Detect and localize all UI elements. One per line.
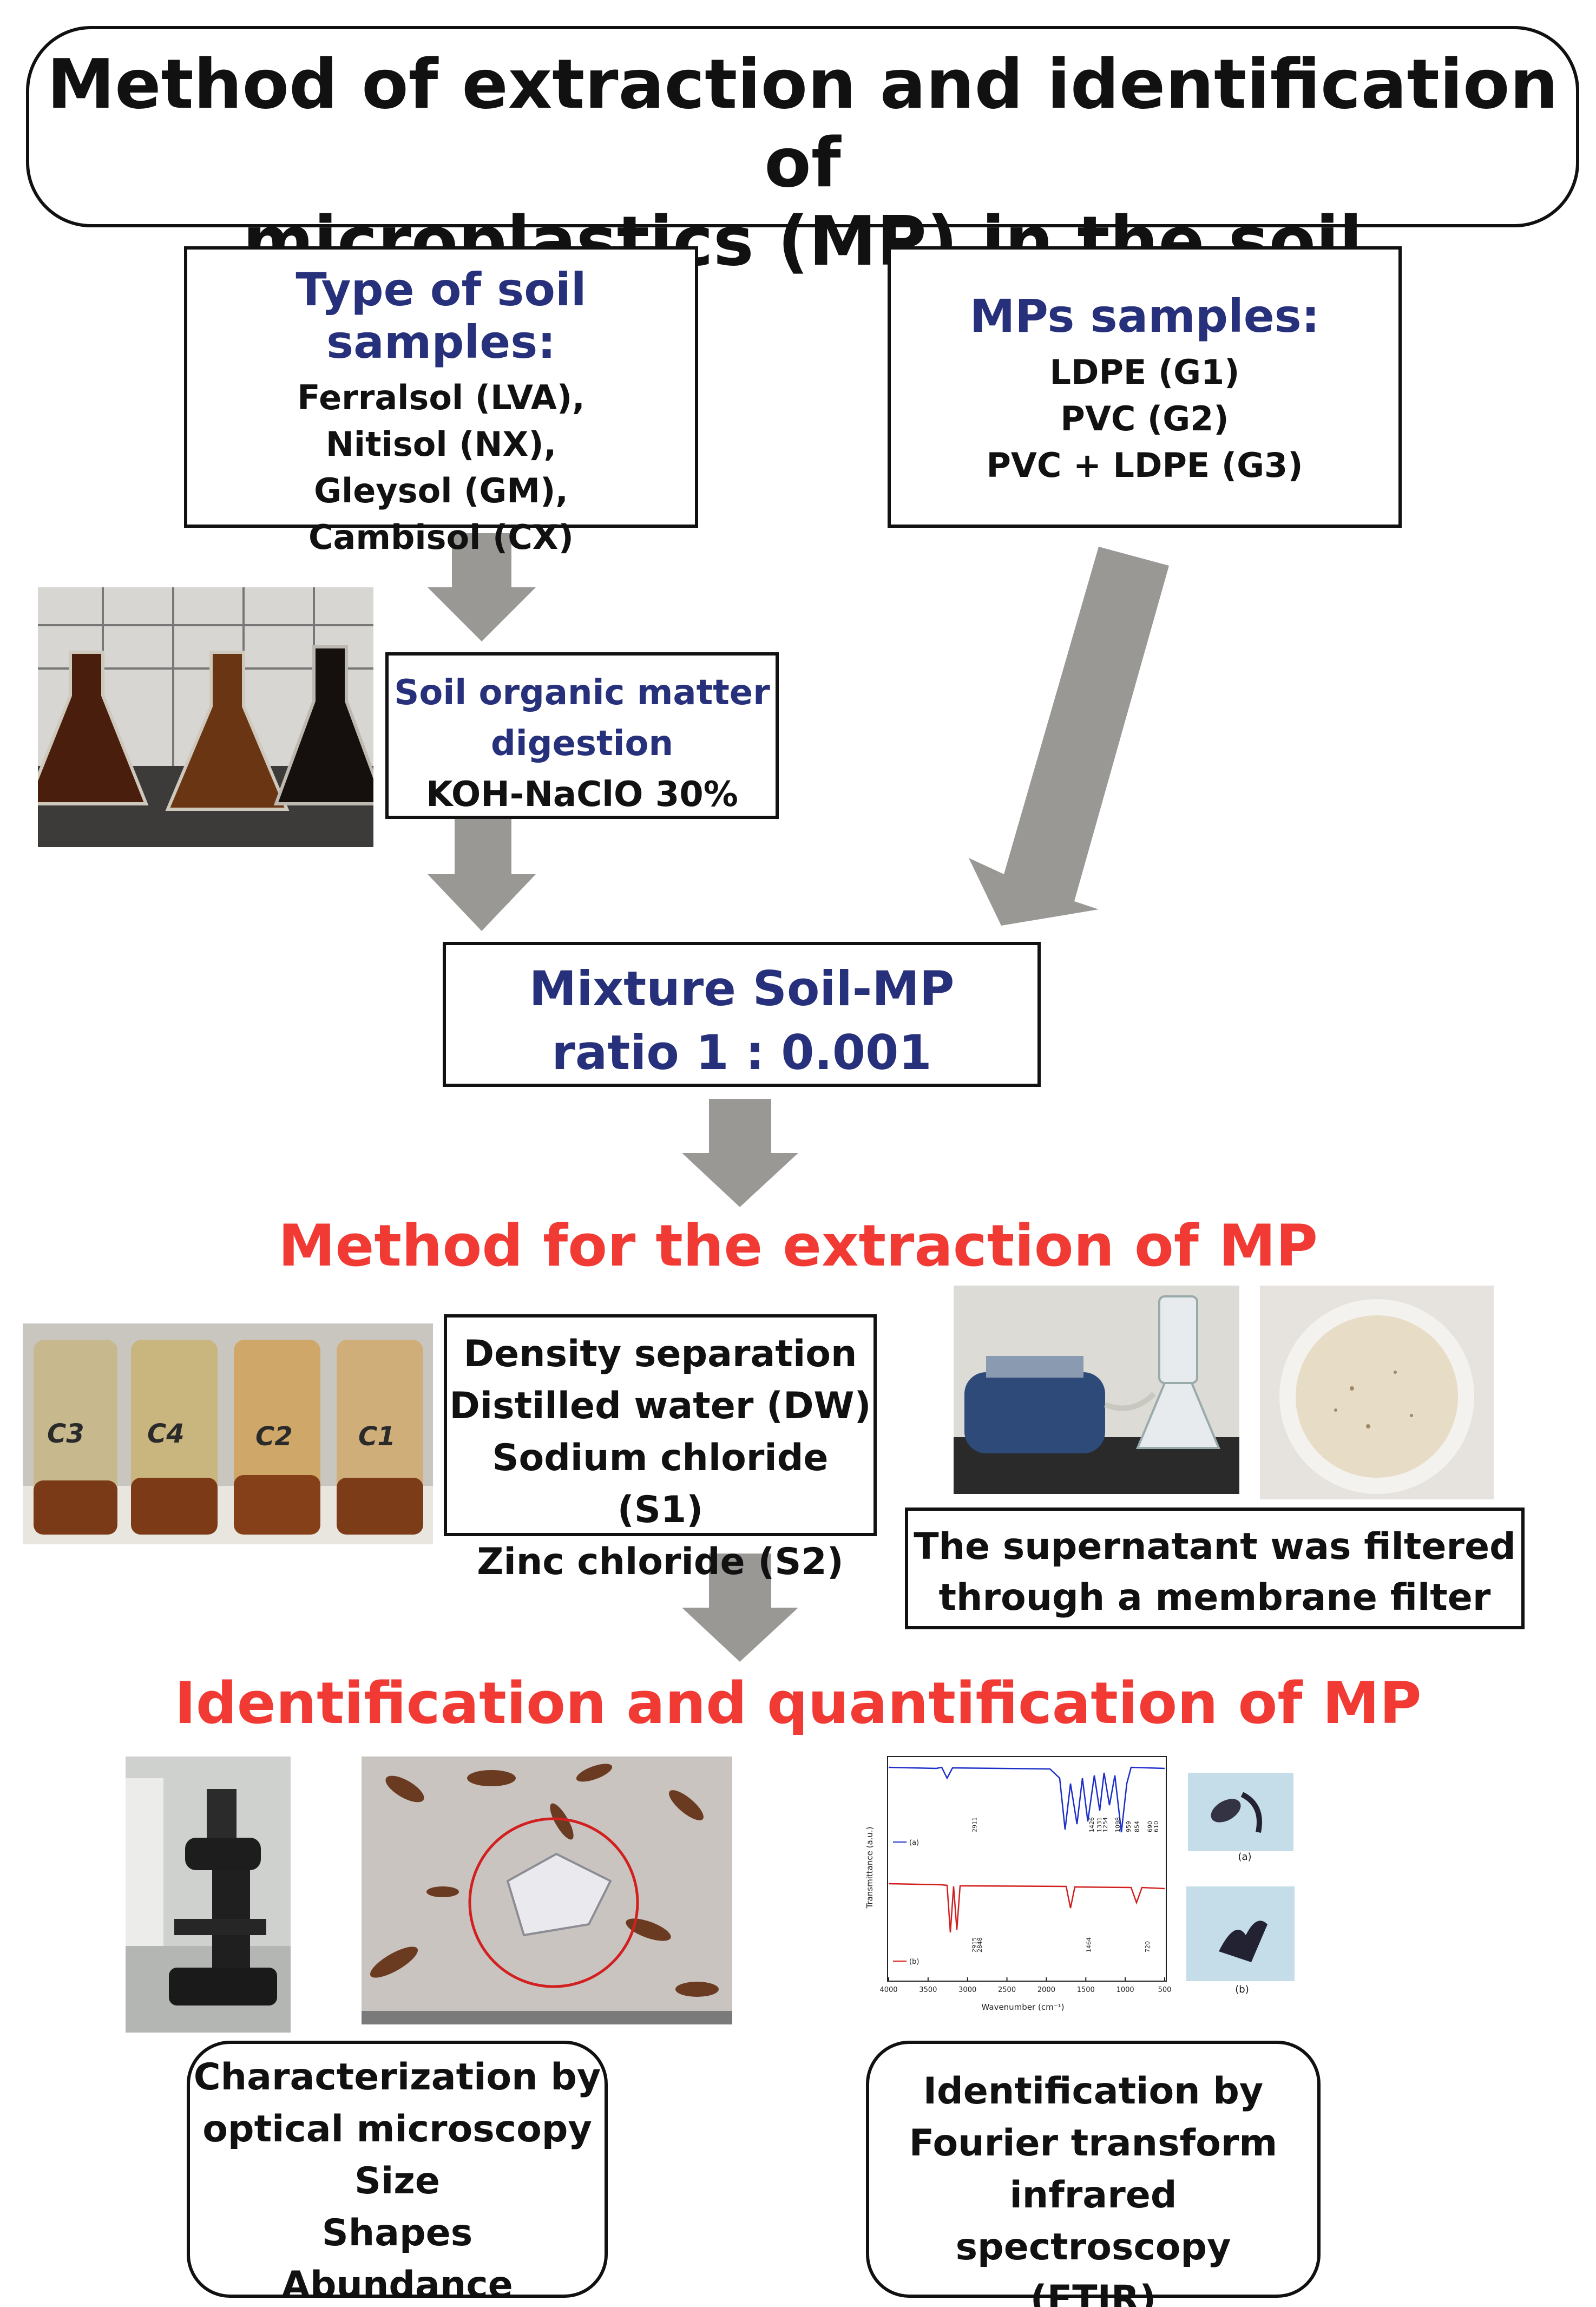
jar-label: C4 (147, 1419, 185, 1449)
flasks-photo (38, 587, 373, 847)
title-box: Method of extraction and identification … (26, 26, 1579, 280)
jar-label: C2 (255, 1421, 293, 1452)
ftir-spectrum-a (888, 1766, 1165, 1833)
vacuum-pump-photo (954, 1286, 1239, 1494)
ftir-tick-label: 2000 (1037, 1986, 1055, 1994)
soil-samples-box: Type of soil samples: Ferralsol (LVA), N… (184, 246, 698, 557)
ftir-peak-label: 720 (1144, 1941, 1151, 1952)
ftir-peak-label: 959 (1125, 1821, 1132, 1832)
ftir-peak-label: 2848 (976, 1937, 983, 1952)
ftir-tick-label: 500 (1158, 1986, 1172, 1994)
membrane-filter-photo (1260, 1286, 1494, 1499)
ftir-tick-label: 3000 (958, 1986, 976, 1994)
mixture-line-2: ratio 1 : 0.001 (551, 1025, 932, 1080)
digestion-reagent: KOH-NaClO 30% (426, 775, 738, 815)
digestion-line-2: digestion (490, 724, 674, 764)
filter-line-1: The supernatant was filtered (914, 1525, 1516, 1568)
mp-samples-heading: MPs samples: (969, 290, 1320, 343)
ftir-tick-label: 1500 (1077, 1986, 1095, 1994)
ftir-item: (FTIR) (1030, 2278, 1157, 2307)
soil-item: Gleysol (GM), (314, 471, 568, 511)
extraction-heading: Method for the extraction of MP (278, 1213, 1318, 1279)
ftir-peak-label: 1426 (1088, 1817, 1095, 1832)
ftir-spectrum-b (888, 1883, 1165, 1933)
mp-samples-box: MPs samples: LDPE (G1) PVC (G2) PVC + LD… (888, 246, 1402, 528)
soil-item: Cambisol (CX) (308, 517, 574, 558)
arrow-soil-to-digestion (428, 533, 536, 641)
ftir-peak-label: 1331 (1096, 1817, 1103, 1832)
microscopy-item: Size (354, 2160, 440, 2203)
arrow-mp-to-mixture (969, 547, 1169, 926)
density-item: Zinc chloride (S2) (477, 1541, 844, 1583)
soil-samples-heading: Type of soil samples: (295, 263, 587, 369)
density-item: Distilled water (DW) (449, 1385, 871, 1427)
particle-b-photo (1186, 1886, 1295, 1981)
arrow-density-to-identification (682, 1554, 798, 1662)
ftir-item: infrared spectroscopy (955, 2174, 1231, 2269)
ftir-x-label: Wavenumber (cm⁻¹) (982, 2002, 1065, 2012)
ftir-item: Fourier transform (909, 2122, 1278, 2165)
ftir-peak-label: 610 (1153, 1821, 1160, 1832)
digestion-line-1: Soil organic matter (394, 673, 770, 713)
ftir-legend-a: (a) (909, 1839, 919, 1847)
mp-item: PVC (G2) (1060, 398, 1229, 438)
ftir-peak-label: 690 (1146, 1821, 1153, 1832)
micrograph-photo (362, 1757, 732, 2024)
ftir-peak-label: 854 (1133, 1821, 1140, 1832)
ftir-peak-label: 1254 (1102, 1817, 1109, 1832)
jar-label: C3 (47, 1419, 84, 1449)
microscopy-box: Characterization by optical microscopy S… (187, 2041, 608, 2306)
soil-item: Nitisol (NX), (325, 424, 557, 464)
mixture-line-1: Mixture Soil-MP (529, 961, 955, 1017)
jar-label: C1 (358, 1421, 396, 1452)
ftir-peak-label: 2915 (971, 1937, 978, 1952)
filter-box: The supernatant was filtered through a m… (905, 1508, 1525, 1629)
ftir-tick-label: 1000 (1116, 1986, 1134, 1994)
density-item: Sodium chloride (S1) (492, 1437, 829, 1531)
microscope-photo (126, 1757, 291, 2033)
jars-photo: C3 C4 C2 C1 (23, 1323, 433, 1544)
ftir-legend-b: (b) (909, 1958, 919, 1966)
filter-line-2: through a membrane filter (938, 1576, 1491, 1619)
microscopy-item: Shapes (321, 2212, 473, 2254)
ftir-tick-label: 4000 (879, 1986, 897, 1994)
ftir-tick-label: 2500 (998, 1986, 1016, 1994)
identification-heading: Identification and quantification of MP (174, 1670, 1422, 1736)
ftir-peak-label: 1098 (1114, 1817, 1121, 1832)
microscopy-item: optical microscopy (202, 2108, 592, 2151)
soil-item: Ferralsol (LVA), (297, 378, 585, 418)
particle-b-caption: (b) (1235, 1984, 1249, 1995)
ftir-tick-label: 3500 (919, 1986, 937, 1994)
ftir-y-label: Transmittance (a.u.) (865, 1826, 875, 1909)
arrow-digestion-to-mixture (428, 817, 536, 931)
ftir-chart: Transmittance (a.u.) Wavenumber (cm⁻¹) 4… (861, 1751, 1172, 2014)
ftir-peak-label: 2911 (971, 1817, 978, 1832)
microscopy-item: Abundance (281, 2264, 513, 2306)
particle-a-caption: (a) (1238, 1851, 1252, 1863)
ftir-box: Identification by Fourier transform infr… (866, 2041, 1321, 2307)
title-line-1: Method of extraction and identification … (47, 44, 1559, 202)
density-item: Density separation (463, 1333, 857, 1375)
particle-a-photo (1188, 1773, 1293, 1851)
digestion-box: Soil organic matter digestion KOH-NaClO … (385, 652, 779, 819)
ftir-peak-label: 1464 (1086, 1937, 1093, 1952)
ftir-item: Identification by (923, 2070, 1264, 2113)
density-box: Density separation Distilled water (DW) … (444, 1314, 877, 1583)
mixture-box: Mixture Soil-MP ratio 1 : 0.001 (443, 942, 1041, 1087)
mp-item: PVC + LDPE (G3) (986, 445, 1303, 485)
arrow-mixture-to-extraction (682, 1099, 798, 1207)
mp-item: LDPE (G1) (1049, 352, 1240, 392)
microscopy-item: Characterization by (193, 2056, 601, 2099)
